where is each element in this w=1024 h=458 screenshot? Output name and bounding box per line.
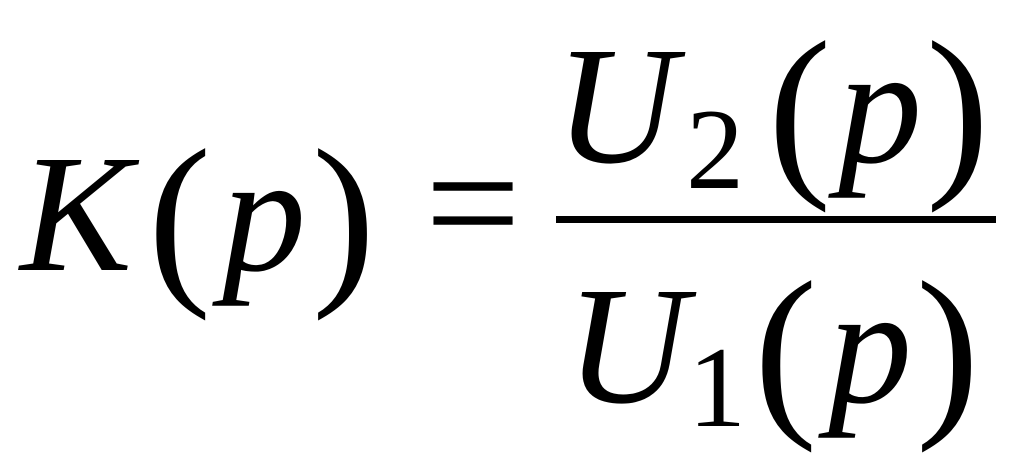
lhs-close-paren: ): [312, 112, 376, 322]
numerator-symbol: U: [555, 13, 677, 199]
lhs-function-symbol: K: [20, 121, 133, 307]
numerator-variable: p: [838, 13, 922, 199]
fraction-bar: [556, 216, 996, 223]
denominator-close-paren: ): [916, 244, 980, 454]
numerator-subscript: 2: [686, 86, 744, 214]
denominator-subscript: 1: [688, 324, 746, 452]
equals-sign: =: [425, 109, 521, 297]
lhs-variable: p: [222, 121, 306, 307]
denominator-symbol: U: [566, 253, 688, 439]
denominator-variable: p: [828, 253, 912, 439]
numerator-open-paren: (: [768, 4, 832, 214]
lhs-open-paren: (: [148, 112, 212, 322]
denominator-open-paren: (: [754, 244, 818, 454]
numerator-close-paren: ): [926, 4, 990, 214]
